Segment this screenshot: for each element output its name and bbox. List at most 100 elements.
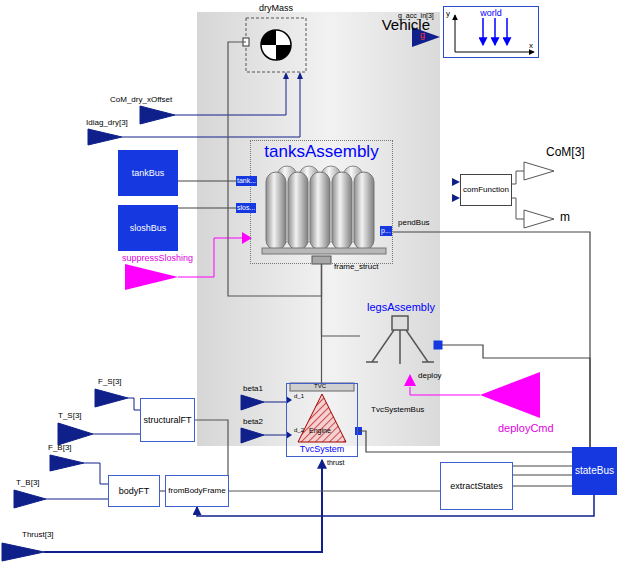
- function-box: comFunction: [460, 174, 512, 206]
- assembly-box: tanksAssembly: [250, 140, 393, 264]
- node-title: fromBodyFrame: [168, 486, 225, 495]
- signal-name: T_B[3]: [16, 479, 40, 488]
- signal-name: beta1: [243, 385, 263, 394]
- signal-name: CoM[3]: [546, 146, 585, 159]
- connector-wire: [442, 345, 590, 447]
- legs-illustration: [372, 330, 394, 362]
- connector-wire: [228, 42, 322, 296]
- tank-illustration: [262, 248, 386, 254]
- legs-illustration: [406, 330, 428, 362]
- node-title: TvcSystem: [300, 444, 345, 454]
- legs-illustration: [434, 341, 442, 349]
- port-name: pendBus: [398, 219, 430, 228]
- legs-illustration: [366, 361, 378, 363]
- signal-name: suppressSloshing: [122, 254, 193, 264]
- tank-illustration: [332, 172, 352, 250]
- input-wire: [50, 455, 84, 471]
- mass-icon: [243, 18, 306, 79]
- mass-icon: [246, 18, 306, 72]
- port-name: d_2: [294, 427, 304, 434]
- world-axes: [455, 15, 456, 52]
- connector-wire: [229, 490, 440, 491]
- part-name: TVC: [314, 383, 326, 390]
- part-name: Engine: [309, 427, 331, 435]
- tank-illustration: [266, 172, 286, 250]
- input-wire: [44, 460, 322, 552]
- deploy-input: [404, 374, 416, 386]
- com-function-ports: [452, 194, 460, 202]
- port-name: p...: [380, 226, 392, 236]
- port-name: tank...: [236, 176, 257, 186]
- signal-name: deployCmd: [498, 422, 554, 434]
- input-wire: [128, 398, 140, 410]
- port-name: slos...: [236, 203, 256, 213]
- port-name: d_1: [294, 393, 304, 400]
- input-wire: [2, 543, 44, 561]
- mass-icon: [261, 30, 276, 45]
- connector-wire: [358, 431, 572, 452]
- world-axes: [494, 18, 496, 45]
- tank-illustration: [312, 256, 331, 264]
- com-function-ports: [524, 162, 554, 180]
- vehicle-band: VehicledryMasstanksAssemblylegsAssemblyT…: [197, 12, 440, 446]
- legs-illustration: [399, 330, 401, 364]
- signal-name: Idiag_dry[3]: [86, 119, 128, 128]
- input-wire: [46, 499, 108, 500]
- input-wire: [2, 389, 322, 561]
- connector-wire: [197, 495, 594, 516]
- signal-name: beta2: [243, 418, 263, 427]
- legs-illustration: [366, 316, 442, 364]
- com-function-ports: [452, 178, 460, 186]
- input-wire: [122, 79, 300, 137]
- connector-wire: [322, 264, 361, 336]
- suppress-input: [125, 264, 178, 290]
- block-box: structuralFT: [140, 398, 195, 442]
- port-name: thrust: [327, 459, 345, 467]
- input-wire: [264, 402, 286, 403]
- world-axes: [482, 18, 484, 45]
- signal-name: F_B[3]: [48, 444, 72, 453]
- world-axes: [455, 52, 534, 53]
- bus-box: sloshBus: [118, 205, 178, 251]
- node-title: comFunction: [463, 185, 509, 194]
- node-title: extractStates: [450, 481, 503, 491]
- tank-illustration: [288, 172, 308, 250]
- state-wire: [513, 486, 572, 487]
- mass-icon: [297, 72, 303, 79]
- deploy-input: [480, 372, 540, 418]
- deploy-input: [410, 387, 480, 395]
- block-box: fromBodyFrame: [165, 475, 229, 507]
- tvc-illustration: [298, 394, 346, 442]
- tank-illustration: [262, 166, 386, 264]
- connector-wire: [393, 232, 590, 447]
- com-function-ports: [452, 162, 554, 228]
- node-title: sloshBus: [130, 223, 167, 233]
- node-title: bodyFT: [119, 486, 150, 496]
- port-name: TvcSystemBus: [371, 406, 424, 415]
- block-box: bodyFT: [108, 475, 160, 507]
- node-title: world: [480, 8, 502, 18]
- tank-illustration: [354, 172, 374, 250]
- world-box: world: [443, 6, 539, 58]
- signal-name: m: [560, 211, 570, 224]
- com-function-ports: [524, 210, 554, 228]
- node-title: tankBus: [132, 168, 165, 178]
- tank-illustration: [310, 172, 330, 250]
- input-wire: [88, 79, 300, 145]
- axis-label: x: [529, 42, 533, 51]
- signal-symbol: g: [420, 31, 425, 41]
- input-wire: [14, 490, 46, 508]
- input-wire: [84, 463, 108, 484]
- world-axes: [455, 15, 534, 52]
- input-wire: [241, 395, 264, 410]
- connector-wire: [513, 474, 572, 475]
- legs-illustration: [392, 316, 408, 330]
- port-name: deploy: [418, 372, 442, 381]
- node-title: dryMass: [259, 3, 293, 13]
- signal-name: g_acc_in[3]: [398, 12, 434, 20]
- signal-name: F_S[3]: [98, 378, 122, 387]
- bus-box: tankBus: [118, 150, 178, 196]
